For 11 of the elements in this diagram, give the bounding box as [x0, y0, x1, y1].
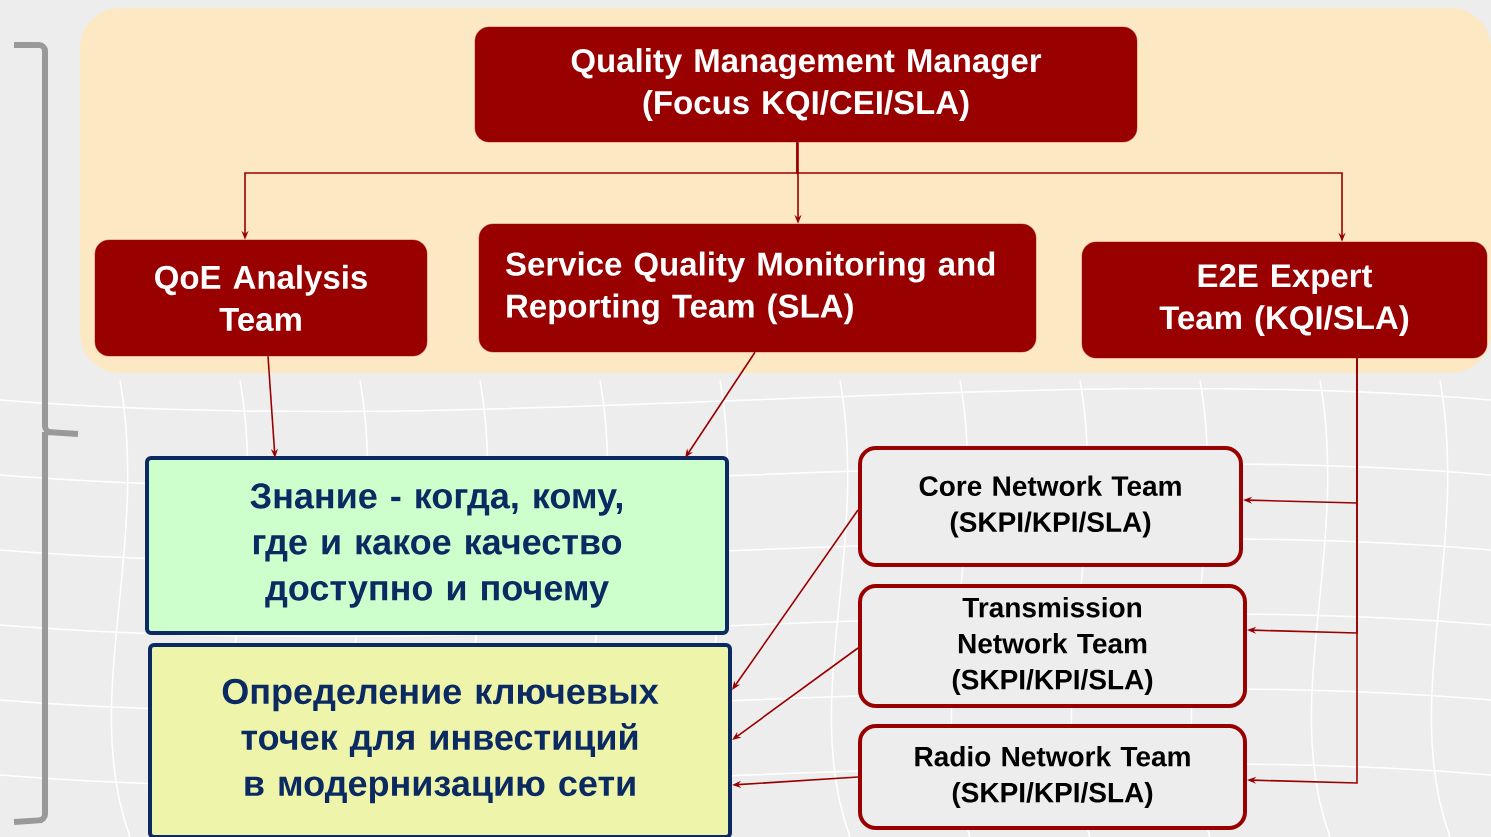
team-box: E2E Expert Team (KQI/SLA) [1081, 241, 1488, 359]
team-box: Service Quality Monitoring and Reporting Team (SLA) [478, 223, 1037, 353]
team-box: Transmission Network Team (SKPI/KPI/SLA) [858, 584, 1247, 708]
team-box: Radio Network Team (SKPI/KPI/SLA) [858, 724, 1247, 830]
arrow [732, 509, 859, 690]
result-box: Определение ключевых точек для инвестиций в модернизацию сети [148, 643, 732, 837]
result-box: Знание - когда, кому, где и какое качество доступно и почему [145, 456, 729, 635]
team-box: QoE Analysis Team [94, 239, 428, 357]
team-box: Core Network Team (SKPI/KPI/SLA) [858, 446, 1243, 567]
team-box: Quality Management Manager (Focus KQI/CEI/SLA) [474, 26, 1138, 143]
arrow [732, 647, 859, 740]
